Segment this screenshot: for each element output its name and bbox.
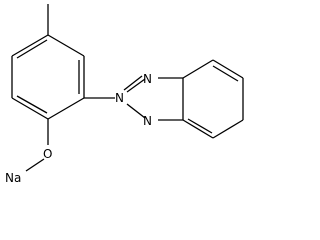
n-bottom-label: N [143, 114, 152, 128]
n-left-label: N [115, 91, 124, 105]
sodium-label: Na [5, 171, 21, 185]
phenyl-ring [11, 34, 85, 120]
o-na-bond [25, 158, 45, 172]
oxygen-label: O [43, 147, 52, 161]
n-center-label: N [143, 72, 152, 86]
triazole-ring [123, 75, 184, 121]
molecule-structure: N N N O Na [5, 4, 244, 185]
benzo-ring [182, 59, 244, 139]
